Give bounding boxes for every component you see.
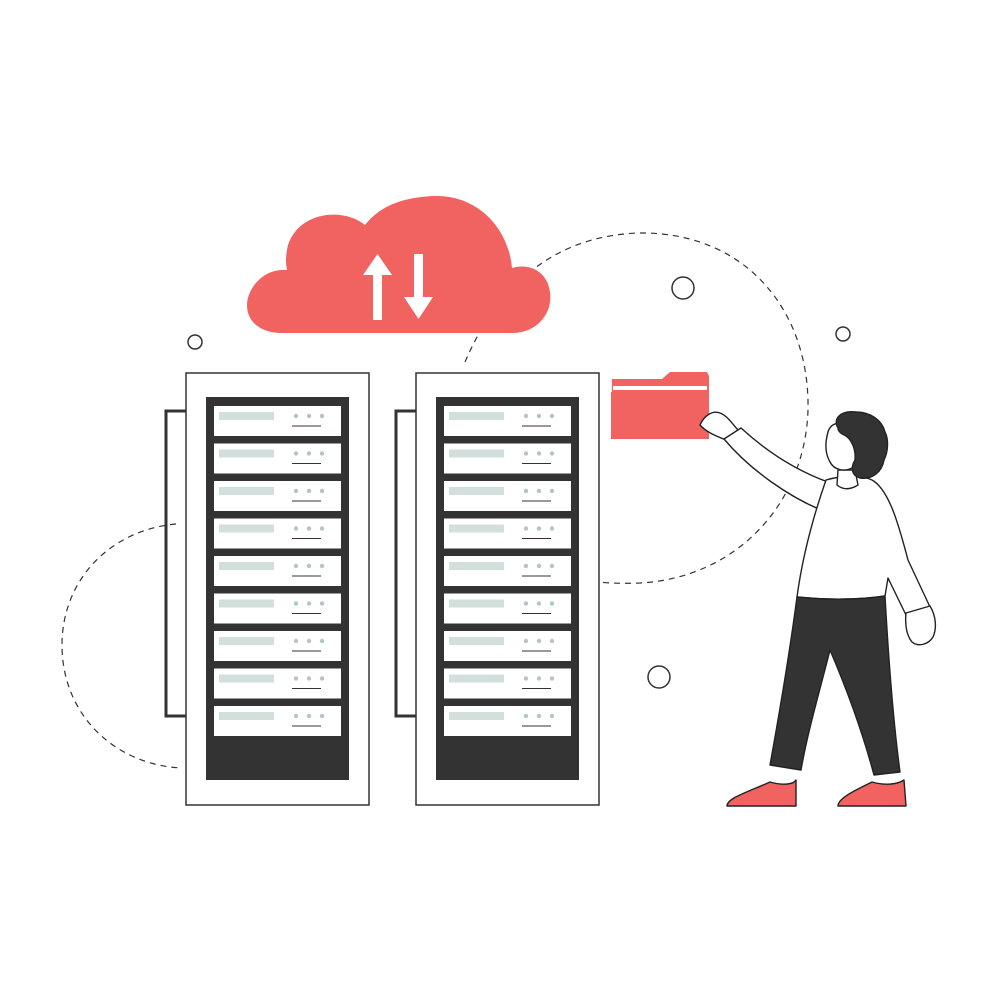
- neck: [836, 469, 859, 490]
- cloud-upload-download-icon: [247, 195, 551, 333]
- dot: [187, 334, 203, 350]
- server-unit: [444, 481, 571, 511]
- server-unit: [444, 556, 571, 586]
- hair: [835, 411, 889, 479]
- orbit-left: [61, 523, 183, 769]
- shoe-right: [837, 779, 907, 807]
- server-unit: [214, 481, 341, 511]
- dot: [647, 665, 671, 689]
- server-unit: [214, 668, 341, 699]
- rack-cable: [164, 409, 186, 718]
- dot: [671, 276, 695, 300]
- server-rack-icon: [394, 372, 600, 806]
- folder-icon: [611, 372, 709, 439]
- server-unit: [444, 443, 571, 474]
- lower-hand: [904, 605, 937, 646]
- trousers: [769, 595, 901, 776]
- transfer-arrows-icon: [363, 254, 433, 320]
- raised-arm: [723, 427, 829, 513]
- server-unit: [444, 593, 571, 624]
- dashed-orbits: [61, 232, 809, 769]
- server-unit: [214, 593, 341, 624]
- server-unit: [444, 706, 571, 736]
- rack-cable: [394, 409, 416, 718]
- server-unit: [214, 631, 341, 661]
- server-unit: [214, 556, 341, 586]
- server-unit: [444, 668, 571, 699]
- raised-hand: [699, 411, 739, 441]
- person-figure: [699, 411, 937, 807]
- folder-paper: [613, 386, 707, 390]
- server-unit: [444, 518, 571, 549]
- decorative-dots: [187, 276, 851, 689]
- server-rack-icon: [164, 372, 370, 806]
- dot: [835, 326, 851, 342]
- server-unit: [214, 706, 341, 736]
- rack-units: [214, 406, 341, 736]
- server-unit: [214, 518, 341, 549]
- cloud-shape: [247, 195, 551, 333]
- folder-front: [611, 392, 709, 439]
- server-unit: [444, 631, 571, 661]
- server-unit: [444, 406, 571, 436]
- server-unit: [214, 406, 341, 436]
- shoe-left: [726, 779, 797, 807]
- rack-units: [444, 406, 571, 736]
- server-unit: [214, 443, 341, 474]
- sweater: [796, 475, 931, 616]
